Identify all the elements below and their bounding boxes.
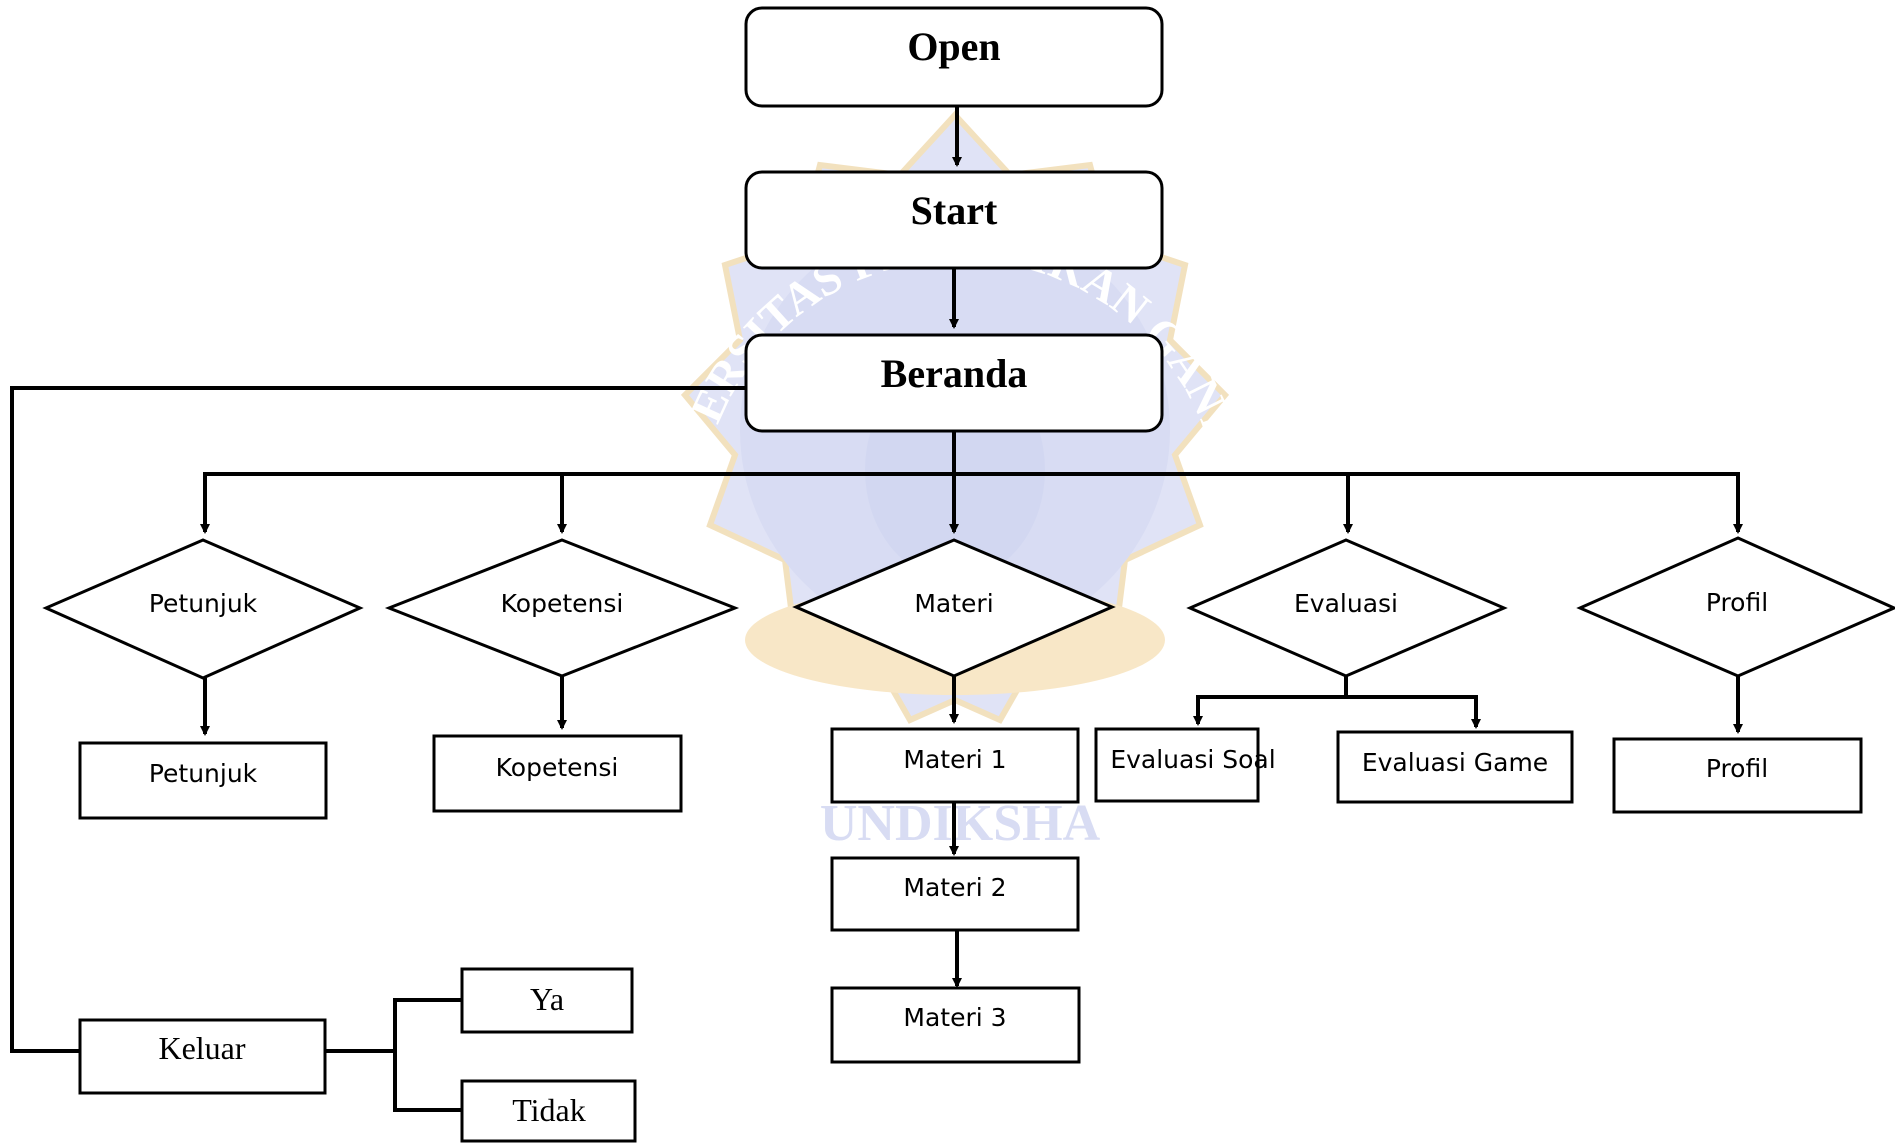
- petunjuk-decision-label: Petunjuk: [149, 589, 258, 618]
- node-petunjuk-box: Petunjuk: [78, 741, 328, 820]
- node-materi1: Materi 1: [830, 727, 1080, 804]
- node-profil-box: Profil: [1612, 737, 1863, 814]
- node-kopetensi-box: Kopetensi: [432, 734, 683, 813]
- evaluasi-diamond: [1186, 538, 1508, 678]
- profil-diamond: [1576, 536, 1895, 678]
- tidak-label: Tidak: [512, 1092, 586, 1128]
- evaluasi-game-label: Evaluasi Game: [1362, 748, 1548, 777]
- decision-petunjuk: Petunjuk: [42, 538, 364, 680]
- watermark-bottom-text: UNDIKSHA: [820, 795, 1101, 852]
- evaluasi-soal-label: Evaluasi Soal: [1110, 745, 1275, 774]
- kopetensi-diamond: [384, 538, 740, 678]
- start-label: Start: [911, 188, 998, 233]
- node-tidak: Tidak: [460, 1079, 637, 1143]
- ya-rect: [460, 967, 634, 1034]
- node-ya: Ya: [460, 967, 634, 1034]
- evaluasi-game-rect: [1336, 730, 1574, 804]
- start-box: [744, 170, 1164, 270]
- materi1-rect: [830, 727, 1080, 804]
- open-box: [744, 6, 1164, 108]
- materi3-label: Materi 3: [903, 1003, 1006, 1032]
- node-start: Start: [744, 170, 1164, 270]
- profil-box-label: Profil: [1706, 754, 1768, 783]
- beranda-label: Beranda: [881, 351, 1028, 396]
- evaluasi-decision-label: Evaluasi: [1294, 589, 1398, 618]
- node-keluar: Keluar: [78, 1018, 327, 1095]
- decision-kopetensi: Kopetensi: [384, 538, 740, 678]
- connectors: [10, 106, 1743, 1112]
- kopetensi-rect: [432, 734, 683, 813]
- petunjuk-rect: [78, 741, 328, 820]
- ya-label: Ya: [530, 981, 564, 1017]
- decision-profil: Profil: [1576, 536, 1895, 678]
- node-materi2: Materi 2: [830, 856, 1080, 932]
- node-beranda: Beranda: [744, 333, 1164, 433]
- profil-rect: [1612, 737, 1863, 814]
- tidak-rect: [460, 1079, 637, 1143]
- materi-decision-label: Materi: [914, 589, 993, 618]
- decision-evaluasi: Evaluasi: [1186, 538, 1508, 678]
- materi-diamond: [792, 538, 1116, 678]
- node-evaluasi-soal: Evaluasi Soal: [1094, 727, 1276, 803]
- evaluasi-soal-rect: [1094, 727, 1260, 803]
- line-beranda-to-keluar: [10, 386, 746, 1053]
- petunjuk-diamond: [42, 538, 364, 680]
- beranda-box: [744, 333, 1164, 433]
- keluar-label: Keluar: [158, 1030, 245, 1066]
- node-materi3: Materi 3: [830, 986, 1081, 1064]
- materi2-label: Materi 2: [903, 873, 1006, 902]
- materi1-label: Materi 1: [903, 745, 1006, 774]
- decision-materi: Materi: [792, 538, 1116, 678]
- materi3-rect: [830, 986, 1081, 1064]
- node-evaluasi-game: Evaluasi Game: [1336, 730, 1574, 804]
- materi2-rect: [830, 856, 1080, 932]
- petunjuk-box-label: Petunjuk: [149, 759, 258, 788]
- profil-decision-label: Profil: [1706, 588, 1768, 617]
- keluar-rect: [78, 1018, 327, 1095]
- kopetensi-decision-label: Kopetensi: [501, 589, 624, 618]
- kopetensi-box-label: Kopetensi: [496, 753, 619, 782]
- node-open: Open: [744, 6, 1164, 108]
- open-label: Open: [907, 24, 1000, 69]
